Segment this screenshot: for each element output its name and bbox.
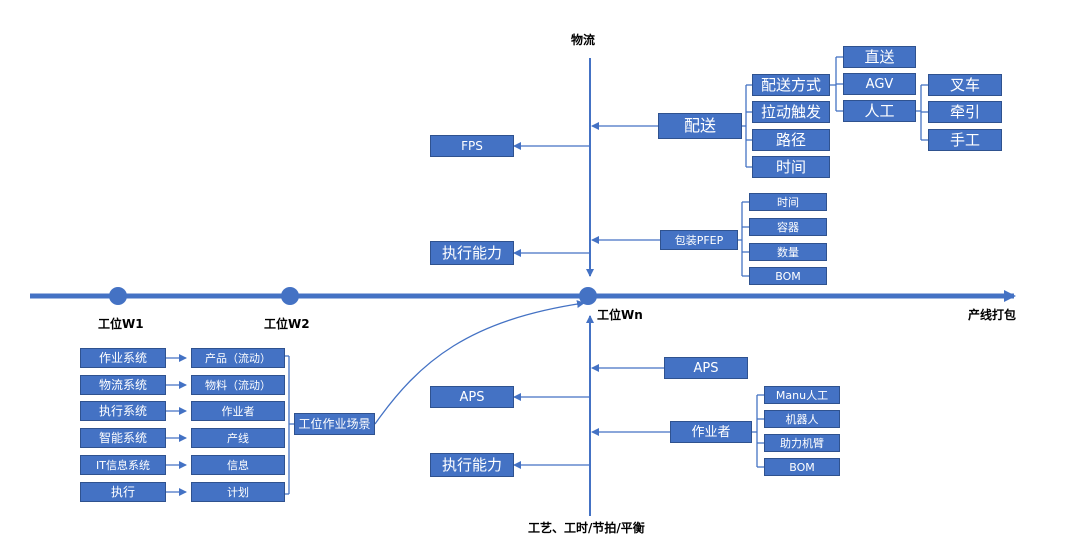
agv-box: AGV [843, 73, 916, 95]
pull-trigger-box: 拉动触发 [752, 101, 830, 123]
delivery-method-box: 配送方式 [752, 74, 830, 96]
workstation-scene-box: 工位作业场景 [294, 413, 375, 435]
element-line-box: 产线 [191, 428, 285, 448]
label-w2: 工位W2 [264, 317, 310, 331]
assist-arm-box: 助力机臂 [764, 434, 840, 452]
label-wn: 工位Wn [597, 308, 643, 322]
label-line-package: 产线打包 [968, 308, 1017, 322]
operator-bom-box: BOM [764, 458, 840, 476]
aps-left-box: APS [430, 386, 514, 408]
manual-box: 人工 [843, 100, 916, 122]
system-intelligent-box: 智能系统 [80, 428, 166, 448]
label-w1: 工位W1 [98, 317, 144, 331]
route-box: 路径 [752, 129, 830, 151]
label-process: 工艺、工时/节拍/平衡 [528, 521, 645, 535]
node-w2 [281, 287, 299, 305]
delivery-time-box: 时间 [752, 156, 830, 178]
element-material-box: 物料（流动） [191, 375, 285, 395]
element-operator-box: 作业者 [191, 401, 285, 421]
exec-capability-upper-box: 执行能力 [430, 241, 514, 265]
element-info-box: 信息 [191, 455, 285, 475]
node-w1 [109, 287, 127, 305]
fps-box: FPS [430, 135, 514, 157]
pfep-container-box: 容器 [749, 218, 827, 236]
delivery-box: 配送 [658, 113, 742, 139]
system-exec-box: 执行 [80, 482, 166, 502]
forklift-box: 叉车 [928, 74, 1002, 96]
label-logistics: 物流 [571, 33, 596, 47]
pfep-bom-box: BOM [749, 267, 827, 285]
system-operation-box: 作业系统 [80, 348, 166, 368]
element-product-box: 产品（流动） [191, 348, 285, 368]
robot-box: 机器人 [764, 410, 840, 428]
tow-box: 牵引 [928, 101, 1002, 123]
node-wn [579, 287, 597, 305]
hand-work-box: 手工 [928, 129, 1002, 151]
pfep-quantity-box: 数量 [749, 243, 827, 261]
element-plan-box: 计划 [191, 482, 285, 502]
system-it-box: IT信息系统 [80, 455, 166, 475]
pfep-box: 包装PFEP [660, 230, 738, 250]
system-execution-box: 执行系统 [80, 401, 166, 421]
system-logistics-box: 物流系统 [80, 375, 166, 395]
operator-box: 作业者 [670, 421, 752, 443]
aps-right-box: APS [664, 357, 748, 379]
pfep-time-box: 时间 [749, 193, 827, 211]
manual-labor-box: Manu人工 [764, 386, 840, 404]
exec-capability-lower-box: 执行能力 [430, 453, 514, 477]
direct-delivery-box: 直送 [843, 46, 916, 68]
